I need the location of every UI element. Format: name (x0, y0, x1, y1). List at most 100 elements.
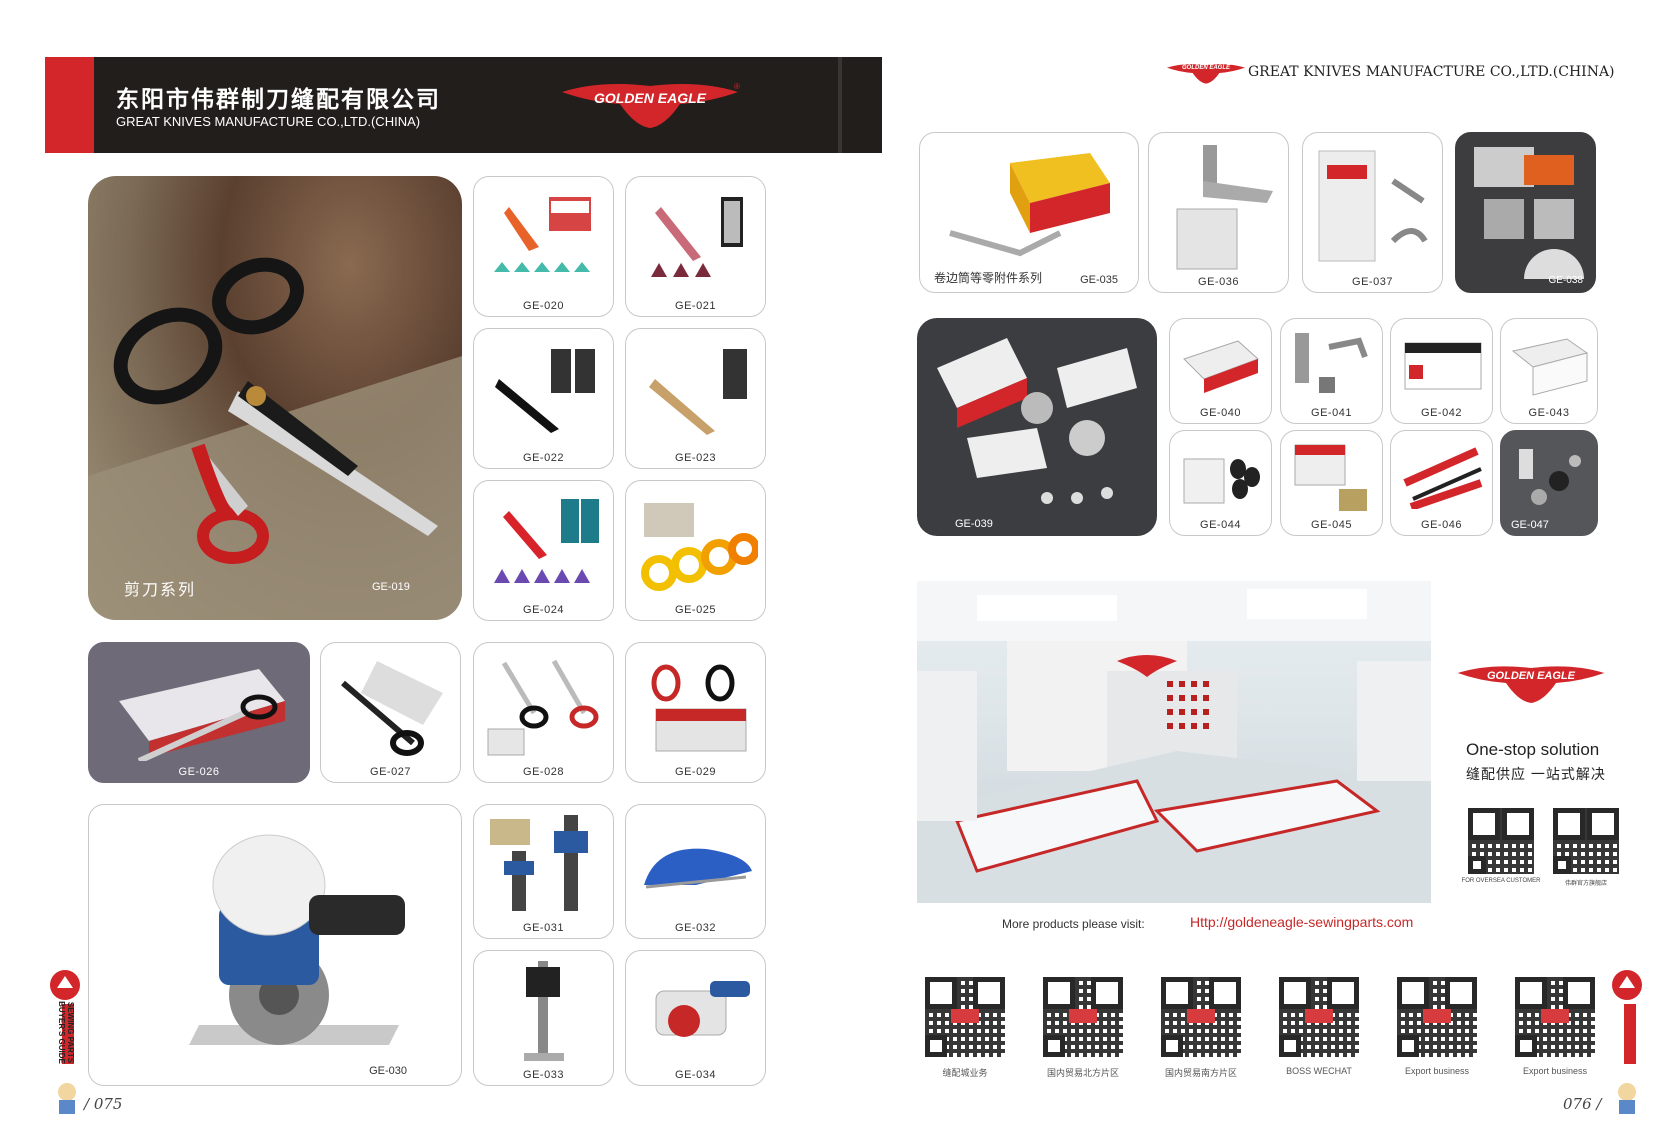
product-code: GE-023 (675, 452, 716, 464)
registered-mark: ® (734, 82, 740, 91)
product-code: GE-035 (1080, 274, 1118, 286)
eagle-icon (1457, 666, 1605, 703)
qr-code-4[interactable] (1279, 977, 1359, 1057)
product-code: GE-020 (523, 300, 564, 312)
parts-box-image (1404, 342, 1482, 390)
metal-parts-image (1295, 333, 1368, 393)
product-card-ge-021[interactable]: GE-021 (625, 176, 766, 317)
presser-foot-image (1176, 145, 1273, 270)
scissors-illustration (88, 257, 462, 620)
product-code: GE-033 (523, 1069, 564, 1081)
qr-code-1[interactable] (925, 977, 1005, 1057)
product-code: GE-034 (675, 1069, 716, 1081)
golden-eagle-logo-small: GOLDEN EAGLE (1166, 60, 1246, 86)
qr-code-2[interactable] (1043, 977, 1123, 1057)
product-card-ge-040[interactable]: GE-040 (1169, 318, 1272, 424)
qr-label: BOSS WECHAT (1286, 1066, 1352, 1076)
qr-label: 国内贸易南方片区 (1164, 1068, 1237, 1078)
thread-clipper-image (651, 197, 743, 277)
product-card-ge-043[interactable]: GE-043 (1500, 318, 1598, 424)
product-card-ge-032[interactable]: GE-032 (625, 804, 766, 939)
product-card-ge-031[interactable]: GE-031 (473, 804, 614, 939)
hero-code: GE-019 (372, 581, 410, 593)
hook-bobbin-set-image (937, 338, 1137, 504)
company-name-en-right: GREAT KNIVES MANUFACTURE CO.,LTD.(CHINA) (1248, 64, 1615, 80)
product-card-ge-033[interactable]: GE-033 (473, 950, 614, 1086)
product-card-ge-026[interactable]: GE-026 (88, 642, 310, 783)
page-number-left: / 075 (84, 1095, 123, 1113)
qr-label: Export business (1522, 1066, 1588, 1076)
machine-parts-image (1318, 150, 1428, 262)
badge-red-strip (62, 1004, 74, 1064)
product-card-ge-045[interactable]: GE-045 (1280, 430, 1383, 536)
product-card-ge-030[interactable]: GE-030 (88, 804, 462, 1086)
finger-cutter-image (641, 503, 758, 591)
badge-line-1: SEWING PARTS (66, 1001, 76, 1064)
qr-code-flagship[interactable] (1553, 808, 1619, 874)
product-card-ge-039[interactable]: GE-039 (917, 318, 1157, 536)
product-code: GE-036 (1198, 276, 1239, 288)
product-code: GE-021 (675, 300, 716, 312)
product-code: GE-042 (1421, 407, 1462, 419)
header-red-block (45, 57, 94, 153)
qr-small-label: 伟群官方旗舰店 (1564, 881, 1607, 887)
household-scissors-box-image (651, 664, 747, 752)
product-card-ge-024[interactable]: GE-024 (473, 480, 614, 621)
product-card-ge-041[interactable]: GE-041 (1280, 318, 1383, 424)
golden-eagle-logo-right: GOLDEN EAGLE (1456, 660, 1606, 706)
showroom-illustration (917, 581, 1431, 903)
product-code: GE-040 (1200, 407, 1241, 419)
tailor-scissors-image (341, 661, 443, 756)
tagline-cn: 缝配供应 一站式解决 (1466, 766, 1606, 782)
qr-label: 国内贸易北方片区 (1046, 1068, 1119, 1078)
tailor-scissors-box-image (119, 669, 285, 761)
product-card-ge-025[interactable]: GE-025 (625, 480, 766, 621)
product-card-ge-022[interactable]: GE-022 (473, 328, 614, 469)
product-card-ge-037[interactable]: GE-037 (1302, 132, 1443, 293)
thread-clipper-image (494, 197, 591, 272)
qr-code-3[interactable] (1161, 977, 1241, 1057)
qr-code-oversea[interactable] (1468, 808, 1534, 874)
straight-knife-cutter-image (490, 815, 588, 911)
product-code: GE-025 (675, 604, 716, 616)
mascot-icon (58, 1083, 76, 1114)
badge-line-2: BUYER'S GUIDE (56, 1001, 66, 1064)
product-code: GE-031 (523, 922, 564, 934)
parts-box-image (1183, 340, 1259, 393)
thread-clipper-image (494, 499, 599, 583)
product-card-ge-023[interactable]: GE-023 (625, 328, 766, 469)
product-card-ge-046[interactable]: GE-046 (1390, 430, 1493, 536)
product-card-ge-047[interactable]: GE-047 (1500, 430, 1598, 536)
product-code: GE-027 (370, 766, 411, 778)
eagle-icon (1166, 64, 1246, 84)
product-card-ge-042[interactable]: GE-042 (1390, 318, 1493, 424)
product-card-ge-036[interactable]: GE-036 (1148, 132, 1289, 293)
product-card-ge-038[interactable]: GE-038 (1455, 132, 1596, 293)
product-code: GE-032 (675, 922, 716, 934)
product-code: GE-044 (1200, 519, 1241, 531)
product-card-ge-020[interactable]: GE-020 (473, 176, 614, 317)
product-card-ge-029[interactable]: GE-029 (625, 642, 766, 783)
website-link[interactable]: Http://goldeneagle-sewingparts.com (1190, 914, 1414, 930)
end-cutter-image (655, 981, 750, 1037)
product-code: GE-024 (523, 604, 564, 616)
qr-code-5[interactable] (1397, 977, 1477, 1057)
badge-logo-icon (50, 970, 80, 1000)
qr-code-6[interactable] (1515, 977, 1595, 1057)
product-code: GE-029 (675, 766, 716, 778)
product-card-ge-035[interactable]: 卷边筒等零附件系列 GE-035 (919, 132, 1139, 293)
product-card-ge-028[interactable]: GE-028 (473, 642, 614, 783)
product-card-ge-034[interactable]: GE-034 (625, 950, 766, 1086)
product-card-ge-044[interactable]: GE-044 (1169, 430, 1272, 536)
brand-text: GOLDEN EAGLE (593, 90, 706, 106)
company-name-cn: 东阳市伟群制刀缝配有限公司 (116, 86, 441, 113)
product-code: GE-030 (369, 1065, 407, 1077)
mascot-icon (1618, 1083, 1636, 1114)
brand-text-small: GOLDEN EAGLE (1181, 65, 1230, 71)
header-stripe (838, 57, 842, 153)
company-name-en: GREAT KNIVES MANUFACTURE CO.,LTD.(CHINA) (116, 114, 421, 129)
showroom-photo (917, 581, 1431, 903)
product-card-ge-027[interactable]: GE-027 (320, 642, 461, 783)
sewing-parts-badge-left: SEWING PARTS BUYER'S GUIDE (48, 966, 82, 1086)
hero-scissors-image: 剪刀系列 GE-019 (88, 176, 462, 620)
